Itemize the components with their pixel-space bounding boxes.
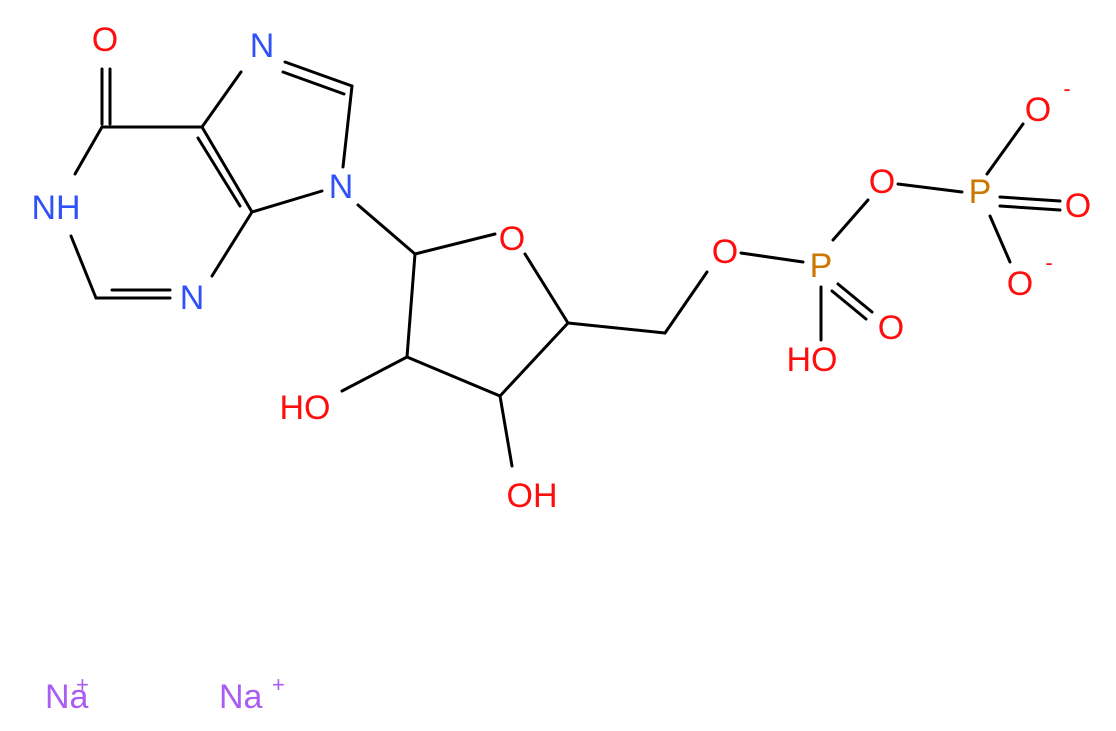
atom-n7: N	[250, 27, 275, 65]
bond-pb-obottom	[988, 214, 1012, 264]
atom-o-carbonyl: O	[92, 21, 118, 59]
atom-o-beta-minus-top: O	[1025, 91, 1051, 129]
bond-c2p-oh	[340, 355, 409, 393]
bond-n7-c8-double	[281, 70, 346, 96]
atom-o-beta-minus-bottom: O	[1007, 265, 1033, 303]
sodium-ion-1: Na	[45, 678, 89, 716]
charge-minus-top: -	[1063, 76, 1070, 101]
atom-p-alpha: P	[810, 247, 833, 285]
bond-o5p-pa	[739, 251, 805, 264]
bond-c6-n1	[73, 125, 104, 176]
bond-obridge-pb	[896, 182, 964, 194]
atom-oh-p: HO	[787, 341, 838, 379]
atom-o-alpha-double: O	[878, 309, 904, 347]
bond-c4p-c5p	[566, 321, 667, 335]
bond-c8-n9	[341, 84, 354, 169]
bond-c4-c5-double	[196, 136, 242, 208]
bond-c3p-oh	[498, 394, 514, 468]
bond-c4p-c3p	[498, 321, 570, 398]
bond-n7-c8	[283, 60, 354, 88]
bond-c5-n7	[200, 70, 243, 129]
atom-nh1: NH	[31, 189, 80, 227]
atom-n9: N	[329, 168, 354, 206]
bond-pa-o-double	[836, 282, 874, 314]
charge-minus-bottom: -	[1045, 250, 1052, 275]
bond-c1p-o4p	[413, 232, 497, 256]
bond-c3p-c2p	[405, 355, 502, 398]
atom-oh-2: HO	[280, 389, 331, 427]
bond-pa-obridge	[831, 198, 870, 242]
sodium-ion-2-charge: +	[272, 672, 285, 697]
atom-n3: N	[180, 279, 205, 317]
bond-pb-o-double	[998, 195, 1062, 203]
atom-o-ring: O	[499, 220, 525, 258]
sodium-ion-1-charge: +	[76, 672, 89, 697]
bond-n9-c4	[250, 189, 324, 214]
atom-o-bridge: O	[869, 163, 895, 201]
bond-pb-o-double-2	[998, 204, 1062, 212]
bond-n3-c4	[210, 210, 254, 278]
atom-p-beta: P	[969, 173, 992, 211]
atom-o5: O	[712, 233, 738, 271]
bond-pb-otop	[985, 122, 1025, 176]
bonds	[69, 60, 1062, 468]
bond-c5p-o5p	[663, 270, 709, 335]
bond-o4p-c4p	[523, 252, 570, 325]
bond-c2p-c1p	[405, 252, 417, 359]
sodium-ion-2: Na	[219, 678, 263, 716]
atom-o-beta-double: O	[1065, 187, 1091, 225]
bond-pa-o-double-2	[830, 289, 868, 321]
bond-n9-c1p	[356, 203, 417, 256]
atom-labels: O N N NH N O HO OH O P O HO O P O - O O …	[31, 21, 1091, 515]
atom-oh-3: OH	[507, 477, 558, 515]
bond-c4-c5	[200, 125, 254, 214]
counter-ions: Na + Na +	[45, 672, 285, 716]
bond-n1-c2	[69, 234, 98, 300]
